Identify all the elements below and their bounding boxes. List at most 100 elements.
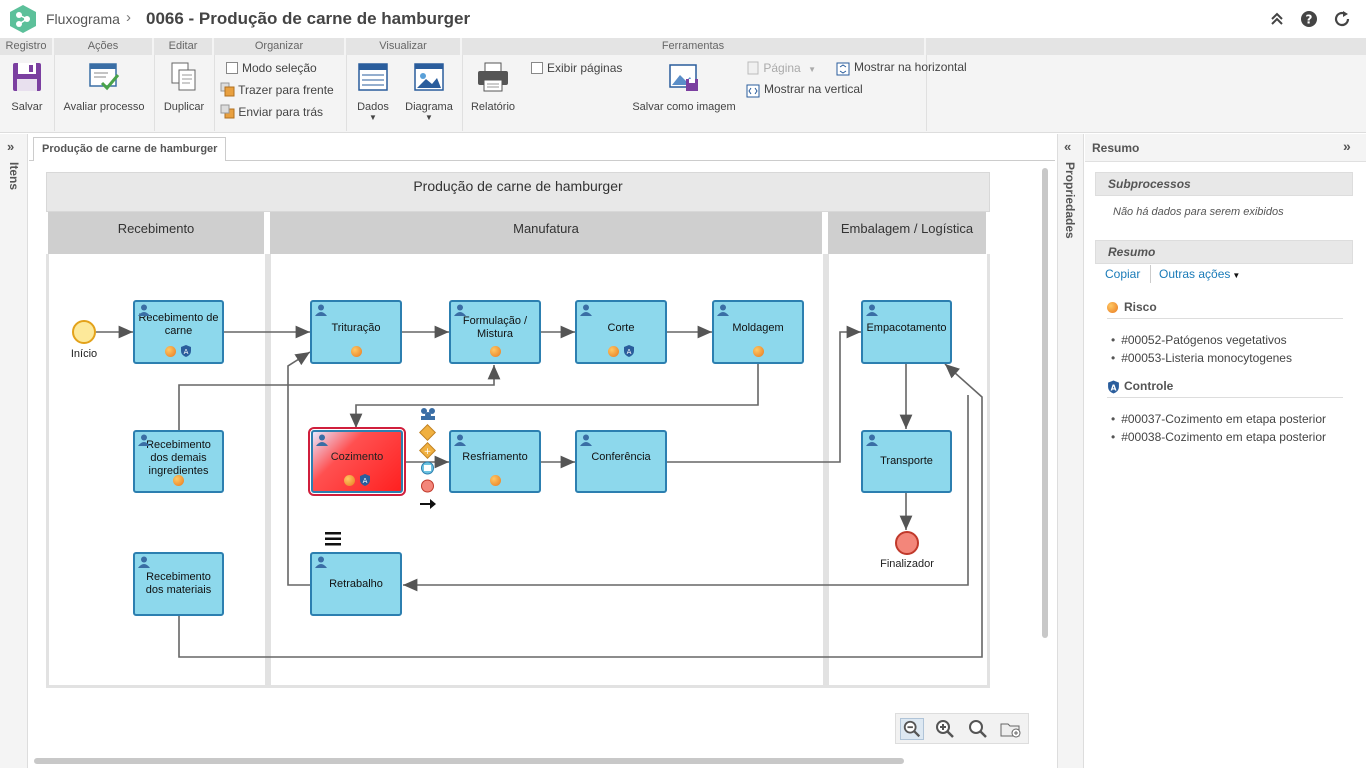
- collapse-up-icon[interactable]: [1268, 10, 1286, 28]
- user-icon: [866, 434, 878, 446]
- group-registro: Registro: [0, 38, 54, 55]
- add-connector-icon[interactable]: [420, 499, 436, 509]
- add-end-event-icon[interactable]: [421, 479, 434, 493]
- task-cozimento-selected[interactable]: Cozimento A: [308, 427, 406, 496]
- control-group-title: A Controle: [1107, 379, 1343, 398]
- risk-item[interactable]: #00053-Listeria monocytogenes: [1111, 349, 1292, 367]
- risk-item[interactable]: #00052-Patógenos vegetativos: [1111, 331, 1292, 349]
- breadcrumb-app[interactable]: Fluxograma: [46, 11, 120, 27]
- task-label: Corte: [607, 321, 635, 334]
- task-recebimento-carne[interactable]: Recebimento de carne A: [133, 300, 224, 364]
- save-as-image-button[interactable]: Salvar como imagem: [630, 61, 738, 113]
- page-label: Página: [763, 61, 801, 75]
- vertical-scrollbar[interactable]: [1042, 168, 1048, 638]
- add-gateway-icon[interactable]: [419, 424, 436, 441]
- data-label: Dados: [357, 101, 389, 113]
- printer-icon: [478, 62, 508, 92]
- task-resfriamento[interactable]: Resfriamento: [449, 430, 541, 493]
- collapse-right-icon[interactable]: »: [1343, 138, 1351, 154]
- group-divider: [462, 55, 463, 131]
- diagram-view-icon: [414, 63, 444, 91]
- task-recebimento-materiais[interactable]: Recebimento dos materiais: [133, 552, 224, 616]
- task-transporte[interactable]: Transporte: [861, 430, 952, 493]
- task-corte[interactable]: Corte A: [575, 300, 667, 364]
- group-divider: [154, 55, 155, 131]
- zoom-in-icon[interactable]: [933, 718, 957, 740]
- group-acoes: Ações: [54, 38, 154, 55]
- add-task-icon[interactable]: [421, 408, 435, 420]
- duplicate-button[interactable]: Duplicar: [160, 61, 208, 113]
- section-resumo[interactable]: Resumo: [1095, 240, 1353, 264]
- task-label: Formulação / Mistura: [462, 315, 528, 340]
- add-parallel-gateway-icon[interactable]: +: [419, 442, 436, 459]
- connector[interactable]: [287, 351, 311, 586]
- group-editar: Editar: [154, 38, 214, 55]
- properties-panel-collapsed[interactable]: « Propriedades: [1057, 134, 1084, 768]
- connector[interactable]: [178, 363, 983, 658]
- task-label: Resfriamento: [462, 451, 528, 463]
- task-trituracao[interactable]: Trituração: [310, 300, 402, 364]
- control-icon: A: [181, 345, 191, 358]
- menu-lines-icon[interactable]: [325, 532, 341, 546]
- copy-link[interactable]: Copiar: [1105, 267, 1141, 281]
- task-label: Conferência: [591, 451, 651, 463]
- user-icon: [717, 304, 729, 316]
- user-icon: [454, 304, 466, 316]
- task-label: Recebimento dos materiais: [145, 571, 212, 596]
- save-icon: [13, 63, 41, 91]
- vertical-layout-icon: [746, 84, 760, 98]
- horizontal-scrollbar[interactable]: [34, 758, 904, 764]
- help-icon[interactable]: ?: [1300, 10, 1318, 28]
- end-event[interactable]: [895, 531, 919, 555]
- caret-down-icon: ▼: [369, 113, 377, 122]
- evaluate-process-label: Avaliar processo: [63, 101, 145, 113]
- items-panel-label: Itens: [7, 162, 21, 191]
- send-back-icon: [220, 104, 235, 119]
- zoom-reset-icon[interactable]: [966, 718, 990, 740]
- refresh-icon[interactable]: [1333, 10, 1351, 28]
- user-icon: [138, 556, 150, 568]
- other-actions-dropdown[interactable]: Outras ações▼: [1159, 267, 1240, 281]
- report-button[interactable]: Relatório: [468, 61, 518, 113]
- group-divider: [54, 55, 55, 131]
- group-visualizar: Visualizar: [346, 38, 462, 55]
- data-dropdown-button[interactable]: Dados ▼: [352, 61, 394, 123]
- bring-front-button[interactable]: Trazer para frente: [220, 82, 334, 97]
- save-label: Salvar: [11, 101, 43, 113]
- items-panel-collapsed[interactable]: » Itens: [0, 134, 28, 768]
- svg-text:A: A: [362, 477, 367, 485]
- fit-to-screen-icon[interactable]: [999, 718, 1023, 740]
- task-label: Retrabalho: [329, 577, 383, 590]
- send-back-button[interactable]: Enviar para trás: [220, 104, 323, 119]
- task-recebimento-ingredientes[interactable]: Recebimento dos demais ingredientes: [133, 430, 224, 493]
- selection-mode-checkbox[interactable]: Modo seleção: [226, 61, 317, 75]
- group-organizar: Organizar: [214, 38, 346, 55]
- control-item[interactable]: #00038-Cozimento em etapa posterior: [1111, 428, 1326, 446]
- task-retrabalho[interactable]: Retrabalho: [310, 552, 402, 616]
- diagram-dropdown-button[interactable]: Diagrama ▼: [403, 61, 455, 123]
- connector[interactable]: [403, 395, 969, 592]
- expand-right-icon[interactable]: »: [7, 139, 15, 154]
- risk-icon: [607, 345, 619, 357]
- show-pages-checkbox[interactable]: Exibir páginas: [531, 61, 622, 75]
- task-formulacao[interactable]: Formulação / Mistura: [449, 300, 541, 364]
- save-image-icon: [669, 64, 698, 91]
- task-empacotamento[interactable]: Empacotamento: [861, 300, 952, 364]
- expand-left-icon[interactable]: «: [1064, 139, 1072, 154]
- add-intermediate-event-icon[interactable]: [421, 461, 434, 475]
- task-conferencia[interactable]: Conferência: [575, 430, 667, 493]
- section-subprocessos[interactable]: Subprocessos: [1095, 172, 1353, 196]
- connector[interactable]: [667, 325, 861, 463]
- page-dropdown[interactable]: Página ▼: [746, 61, 816, 75]
- svg-text:+: +: [424, 447, 432, 457]
- connector[interactable]: [178, 365, 501, 430]
- evaluate-process-button[interactable]: Avaliar processo: [60, 61, 148, 113]
- save-button[interactable]: Salvar: [6, 61, 48, 113]
- connector[interactable]: [349, 364, 759, 428]
- start-event[interactable]: [72, 320, 96, 344]
- task-moldagem[interactable]: Moldagem: [712, 300, 804, 364]
- control-item[interactable]: #00037-Cozimento em etapa posterior: [1111, 410, 1326, 428]
- user-icon: [316, 434, 328, 446]
- zoom-out-icon[interactable]: [900, 718, 924, 740]
